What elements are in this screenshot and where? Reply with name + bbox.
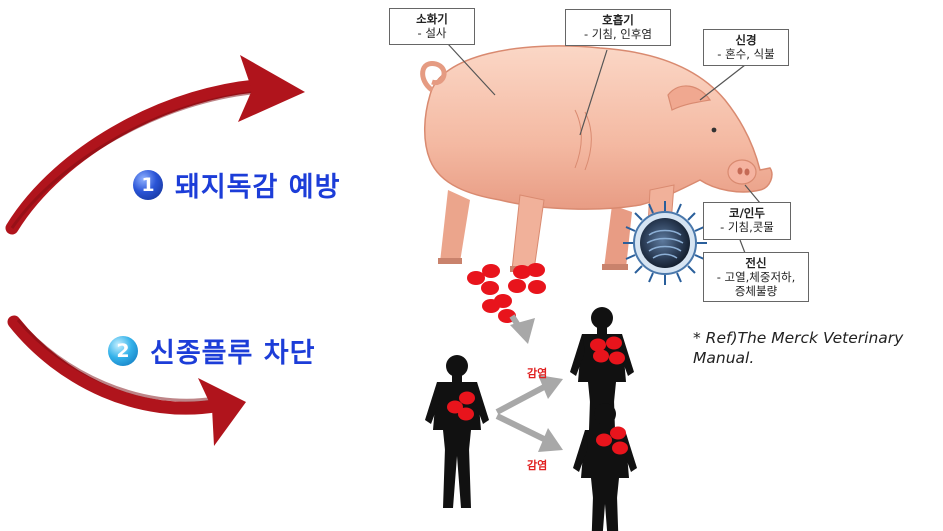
- callout-leaders: [447, 43, 761, 254]
- human-source: [425, 355, 489, 508]
- number-1-badge-icon: 1: [133, 169, 163, 200]
- number-2-badge-icon: 2: [108, 335, 138, 366]
- infection-label-upper: 감염: [527, 367, 548, 380]
- callout-systemic-detail: - 고열,체중저하, 증체불량: [716, 270, 796, 298]
- infection-label-lower: 감염: [527, 459, 548, 472]
- point-1-text: 돼지독감 예방: [175, 172, 341, 203]
- callout-nose-title: 코/인두: [729, 206, 765, 220]
- point-1: 1 돼지독감 예방: [133, 165, 340, 204]
- callout-systemic: 전신 - 고열,체중저하, 증체불량: [703, 252, 809, 302]
- point-2-text: 신종플루 차단: [150, 338, 316, 369]
- pig-illustration: [420, 45, 773, 272]
- red-arrow-lower: [7, 315, 246, 446]
- callout-nose-detail: - 기침,콧물: [720, 220, 774, 234]
- callout-nervous: 신경 - 혼수, 식불: [703, 29, 789, 66]
- callout-nose: 코/인두 - 기침,콧물: [703, 202, 791, 240]
- infection-dots: [447, 263, 628, 455]
- virus-illustration: [623, 201, 707, 285]
- reference-note: * Ref)The Merck Veterinary Manual.: [693, 329, 904, 367]
- callout-respiratory-detail: - 기침, 인후염: [583, 27, 653, 41]
- callout-respiratory-title: 호흡기: [602, 13, 634, 27]
- callout-respiratory: 호흡기 - 기침, 인후염: [565, 9, 671, 46]
- callout-digestive: 소화기 - 설사: [389, 8, 475, 45]
- callout-nervous-title: 신경: [735, 33, 757, 47]
- callout-systemic-title: 전신: [745, 256, 767, 270]
- callout-digestive-title: 소화기: [416, 12, 448, 26]
- red-arrow-upper: [5, 55, 305, 235]
- callout-nervous-detail: - 혼수, 식불: [717, 47, 775, 61]
- spread-arrows: [495, 314, 563, 452]
- callout-digestive-detail: - 설사: [417, 26, 447, 40]
- human-target-lower: [573, 403, 637, 531]
- point-2: 2 신종플루 차단: [108, 331, 315, 370]
